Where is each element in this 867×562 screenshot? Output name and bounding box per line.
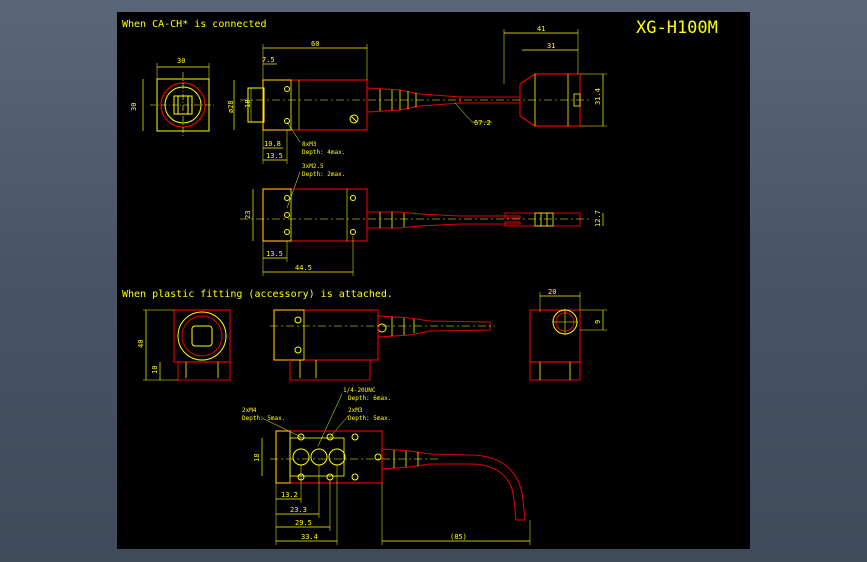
dim-20: 20 (548, 288, 556, 296)
dim-31: 31 (547, 42, 555, 50)
dim-13-5-a: 13.5 (266, 152, 283, 160)
dim-31-4: 31.4 (594, 88, 602, 105)
dim-18: 18 (244, 100, 252, 108)
dim-dia-28: ø28 (227, 100, 235, 113)
dim-13-2: 13.2 (281, 491, 298, 499)
front-view: 30 30 (130, 57, 216, 138)
note-m3b: 2xM3 (348, 407, 363, 414)
dim-10: 10 (151, 366, 159, 374)
dim-23: 23 (244, 211, 252, 219)
note-m3: 8xM3 (302, 141, 317, 148)
dim-23-3: 23.3 (290, 506, 307, 514)
note-m3-depth: Depth: 4max. (302, 149, 345, 156)
note-m4-depth: Depth: 5max. (242, 415, 285, 422)
fitting-heading: When plastic fitting (accessory) is atta… (122, 289, 393, 300)
dim-40: 40 (137, 340, 145, 348)
top-view: 3xM2.5 Depth: 2max. 23 13.5 44.5 12.7 (240, 163, 604, 276)
dim-13-5-b: 13.5 (266, 250, 283, 258)
dim-7-5: 7.5 (262, 56, 275, 64)
fitting-front-view: 40 10 (137, 309, 231, 381)
fitting-side-view (270, 309, 495, 381)
model-title: XG-H100M (636, 18, 718, 38)
dim-44-5: 44.5 (295, 264, 312, 272)
dim-41: 41 (537, 25, 545, 33)
dim-60: 60 (311, 40, 319, 48)
dim-29-5: 29.5 (295, 519, 312, 527)
note-m2-5-depth: Depth: 2max. (302, 171, 345, 178)
note-m3b-depth: Depth: 5max. (348, 415, 391, 422)
fitting-rear-view: 20 9 (529, 288, 607, 381)
dim-85: (85) (450, 533, 467, 541)
dim-67-2: 67.2 (474, 119, 491, 127)
drawing-sheet: XG-H100M When CA-CH* is connected When p… (117, 12, 750, 549)
dim-30-top: 30 (177, 57, 185, 65)
fitting-bottom-view: 1/4-20UNC Depth: 6max. 2xM4 Depth: 5max.… (242, 387, 531, 545)
dim-9: 9 (594, 320, 602, 324)
side-view: 60 41 31 7.5 ø28 18 31.4 10.8 13.5 67.2 … (227, 25, 607, 164)
dim-12-7: 12.7 (594, 210, 602, 227)
dim-33-4: 33.4 (301, 533, 318, 541)
cad-drawing: XG-H100M When CA-CH* is connected When p… (122, 18, 718, 545)
note-unc-depth: Depth: 6max. (348, 395, 391, 402)
dim-10-8: 10.8 (264, 140, 281, 148)
note-unc: 1/4-20UNC (343, 387, 376, 394)
connected-heading: When CA-CH* is connected (122, 19, 267, 30)
dim-30-side: 30 (130, 103, 138, 111)
note-m4: 2xM4 (242, 407, 257, 414)
dim-18-b: 18 (253, 454, 261, 462)
note-m2-5: 3xM2.5 (302, 163, 324, 170)
